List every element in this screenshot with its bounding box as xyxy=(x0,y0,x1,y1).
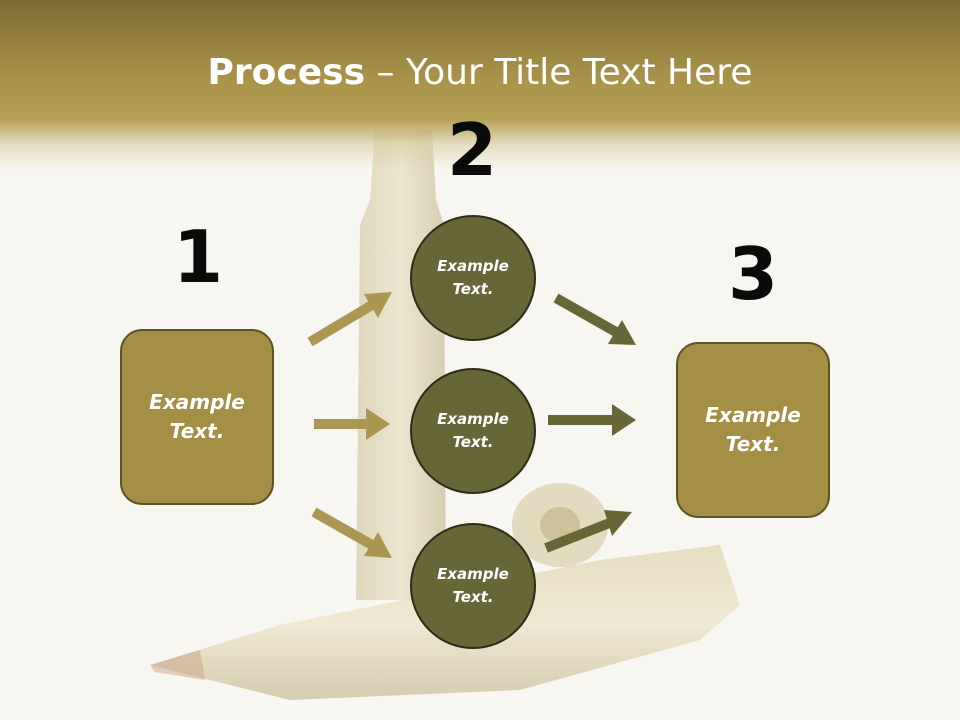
circle-top-line2: Text. xyxy=(452,280,494,298)
circle-middle-line1: Example xyxy=(437,410,509,428)
circle-bottom-line2: Text. xyxy=(452,588,494,606)
left-box-line2: Text. xyxy=(169,419,225,443)
header-band xyxy=(0,0,960,170)
title-rest: – Your Title Text Here xyxy=(365,52,753,93)
arrow-to-bottom-circle xyxy=(311,507,392,558)
slide-title: Process – Your Title Text Here xyxy=(0,52,960,93)
step-number-3: 3 xyxy=(727,232,779,316)
arrow-to-middle-circle xyxy=(314,408,390,440)
circle-middle-line2: Text. xyxy=(452,433,494,451)
right-box-line1: Example xyxy=(705,403,801,427)
arrow-from-bottom-circle xyxy=(544,510,632,553)
right-box-line2: Text. xyxy=(725,432,781,456)
arrow-to-top-circle xyxy=(307,292,392,347)
circle-top-line1: Example xyxy=(437,257,509,275)
arrow-from-middle-circle xyxy=(548,404,636,436)
title-bold: Process xyxy=(207,52,366,93)
step-number-1: 1 xyxy=(172,215,224,299)
step-number-2: 2 xyxy=(446,108,498,192)
left-box-line1: Example xyxy=(149,390,245,414)
arrow-from-top-circle xyxy=(553,293,636,345)
circle-bottom-line1: Example xyxy=(437,565,509,583)
